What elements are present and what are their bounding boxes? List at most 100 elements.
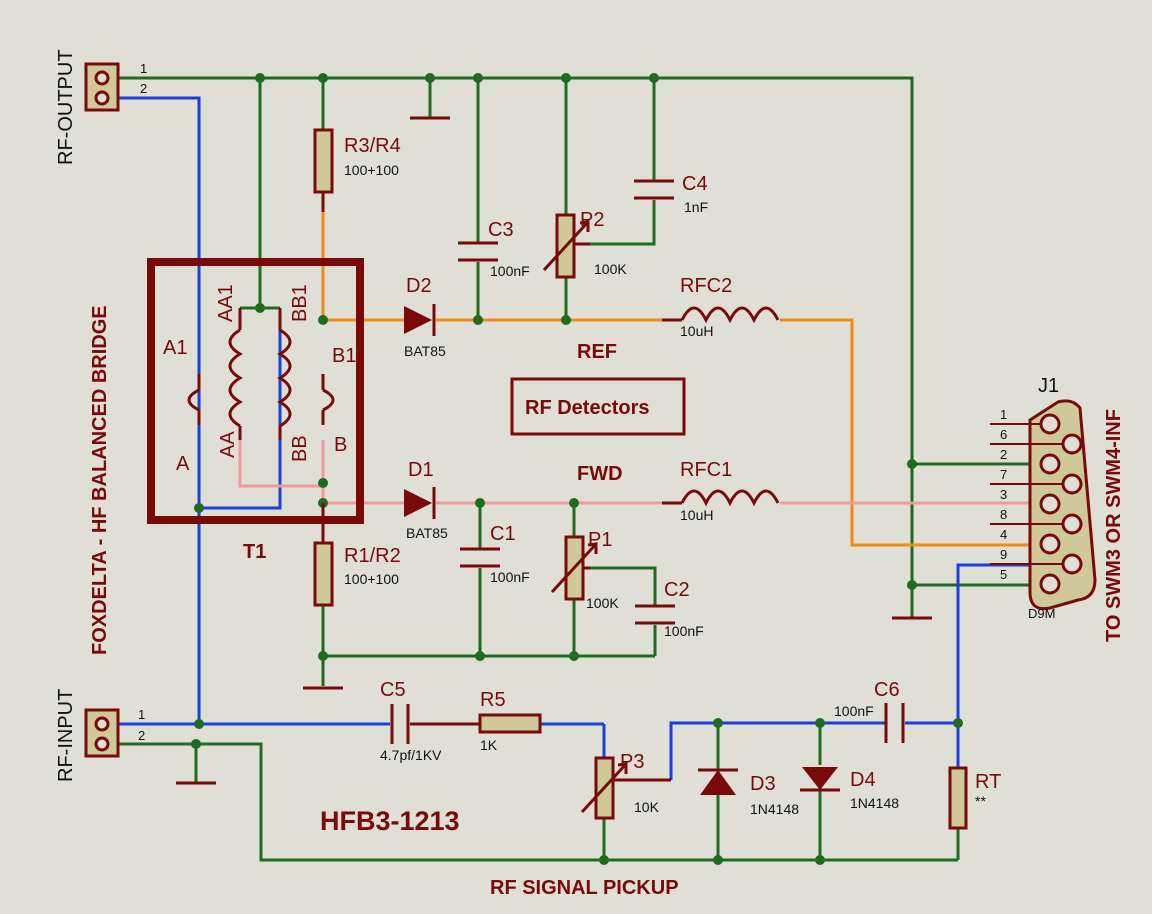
components-c2-ref: C2: [664, 579, 690, 601]
capacitor-c2: C2 100nF: [635, 579, 704, 639]
components-d3-ref: D3: [750, 773, 776, 795]
connector-pins-j1-8: 5: [1000, 567, 1007, 582]
ref-label: REF: [577, 341, 617, 363]
components-d1-value: BAT85: [406, 525, 448, 541]
d9m-label: D9M: [1028, 606, 1055, 621]
rf-input-pin-1: 1: [138, 707, 145, 722]
ground-net: [118, 76, 1030, 862]
capacitor-c1: C1 100nF: [460, 523, 530, 585]
components-c4-ref: C4: [682, 173, 708, 195]
components-rfc1-value: 10uH: [680, 507, 713, 523]
components-r3r4-ref: R3/R4: [344, 135, 401, 157]
fwd-net: [238, 440, 1030, 505]
components-d3-value: 1N4148: [750, 801, 799, 817]
board-id: HFB3-1213: [320, 806, 460, 836]
components-p1-ref: P1: [588, 529, 612, 551]
components-rfc2-ref: RFC2: [680, 275, 732, 297]
pin-bb1: BB1: [289, 284, 311, 322]
components-c2-value: 100nF: [664, 623, 704, 639]
resistor-rt: RT **: [948, 766, 1001, 830]
components-c5-ref: C5: [380, 679, 406, 701]
components-c3-value: 100nF: [490, 263, 530, 279]
connector-pins-j1-4: 3: [1000, 487, 1007, 502]
components-c6-ref: C6: [874, 679, 900, 701]
connector-pins-j1-7: 9: [1000, 547, 1007, 562]
components-c6-value: 100nF: [834, 703, 874, 719]
components-p1-value: 100K: [586, 595, 619, 611]
components-c1-value: 100nF: [490, 569, 530, 585]
rf-input-connector: 1 2 RF-INPUT: [55, 689, 145, 782]
rf-output-connector: 1 2 RF-OUTPUT: [55, 49, 147, 165]
rf-output-pin-2: 2: [140, 81, 147, 96]
rf-signal-pickup-label: RF SIGNAL PICKUP: [490, 877, 679, 899]
capacitor-c5: C5 4.7pf/1KV: [380, 679, 442, 763]
rf-line-net: [118, 96, 1030, 780]
inductor-rfc2: RFC2 10uH: [662, 275, 780, 339]
title-vertical: FOXDELTA - HF BALANCED BRIDGE: [89, 305, 111, 655]
components-d2-ref: D2: [406, 275, 432, 297]
diode-d2: D2 BAT85: [404, 275, 446, 359]
rf-output-label: RF-OUTPUT: [55, 49, 77, 165]
capacitor-c4: C4 1nF: [634, 173, 708, 215]
components-p2-value: 100K: [594, 261, 627, 277]
diode-d3: D3 1N4148: [698, 768, 799, 817]
connector-pins-j1-1: 6: [1000, 427, 1007, 442]
labels-rf-detectors: RF Detectors: [525, 397, 649, 419]
components-rfc1-ref: RFC1: [680, 459, 732, 481]
inductor-rfc1: RFC1 10uH: [662, 459, 780, 523]
components-d1-ref: D1: [408, 459, 434, 481]
components-c5-value: 4.7pf/1KV: [380, 747, 442, 763]
resistor-r5: R5 1K: [410, 689, 542, 753]
components-rt-ref: RT: [975, 771, 1001, 793]
pin-aa: AA: [217, 431, 239, 458]
rf-output-pin-1: 1: [140, 61, 147, 76]
to-swm-label: TO SWM3 OR SWM4-INF: [1103, 409, 1125, 642]
components-p2-ref: P2: [580, 209, 604, 231]
components-d2-value: BAT85: [404, 343, 446, 359]
components-r3r4-value: 100+100: [344, 162, 399, 178]
resistor-r3r4: R3/R4 100+100: [313, 128, 401, 212]
components-rt-value: **: [975, 793, 986, 809]
diode-d4: D4 1N4148: [800, 767, 899, 811]
components-d4-ref: D4: [850, 769, 876, 791]
pin-bb: BB: [289, 435, 311, 462]
components-c3-ref: C3: [488, 219, 514, 241]
t1-label: T1: [243, 541, 266, 563]
components-r5-ref: R5: [480, 689, 506, 711]
connector-pins-j1-5: 8: [1000, 507, 1007, 522]
diode-d1: D1 BAT85: [404, 459, 448, 541]
pin-aa1: AA1: [215, 284, 237, 322]
pin-a: A: [176, 453, 190, 475]
connector-pins-j1-0: 1: [1000, 407, 1007, 422]
components-p3-ref: P3: [620, 751, 644, 773]
fwd-label: FWD: [577, 463, 623, 485]
potentiometer-p1: P1 100K: [550, 529, 619, 611]
connector-pins-j1-3: 7: [1000, 467, 1007, 482]
rf-input-pin-2: 2: [138, 728, 145, 743]
connector-pins-j1-6: 4: [1000, 527, 1007, 542]
pin-a1: A1: [163, 337, 187, 359]
components-rfc2-value: 10uH: [680, 323, 713, 339]
ground-symbols: [176, 116, 932, 785]
connector-pins-j1-2: 2: [1000, 447, 1007, 462]
potentiometer-p3: P3 10K: [580, 751, 671, 820]
j1-label: J1: [1038, 375, 1059, 397]
resistor-r1r2: R1/R2 100+100: [313, 503, 401, 607]
components-r1r2-ref: R1/R2: [344, 545, 401, 567]
components-r5-value: 1K: [480, 737, 498, 753]
pin-b: B: [334, 434, 347, 456]
rf-input-label: RF-INPUT: [55, 689, 77, 782]
components-d4-value: 1N4148: [850, 795, 899, 811]
components-c1-ref: C1: [490, 523, 516, 545]
potentiometer-p2: P2 100K: [542, 209, 627, 279]
pin-b1: B1: [332, 345, 356, 367]
capacitor-c3: C3 100nF: [458, 219, 530, 279]
connector-j1: 1 6 2 7 3 8 4 9 5 J1 D9M: [990, 375, 1097, 621]
junction-dots: [191, 73, 963, 865]
components-c4-value: 1nF: [684, 199, 708, 215]
transformer-t1: A1 AA1 BB1 B1 A AA BB B T1: [147, 258, 364, 563]
components-p3-value: 10K: [634, 799, 660, 815]
rf-detectors-box: RF Detectors: [510, 377, 686, 436]
capacitor-c6: C6 100nF: [834, 679, 905, 743]
